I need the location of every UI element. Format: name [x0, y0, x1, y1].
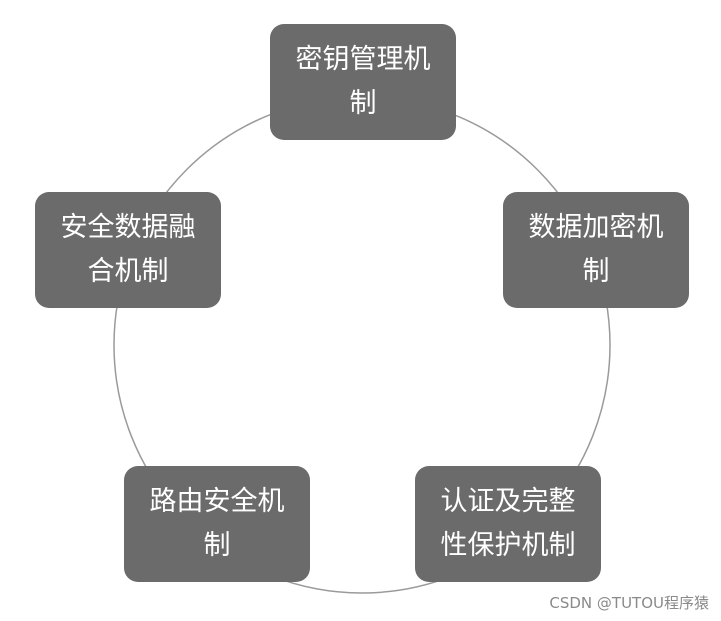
node-routing-security: 路由安全机制	[124, 466, 310, 582]
node-label: 认证及完整性保护机制	[440, 486, 576, 561]
node-label: 安全数据融合机制	[60, 212, 196, 287]
watermark: CSDN @TUTOU程序猿	[549, 594, 709, 612]
node-label: 数据加密机制	[528, 212, 664, 287]
node-data-encryption: 数据加密机制	[503, 192, 689, 308]
node-label: 路由安全机制	[149, 486, 285, 561]
node-key-management: 密钥管理机制	[270, 24, 456, 140]
node-secure-data-fusion: 安全数据融合机制	[35, 192, 221, 308]
node-auth-integrity: 认证及完整性保护机制	[415, 466, 601, 582]
node-label: 密钥管理机制	[295, 44, 431, 119]
